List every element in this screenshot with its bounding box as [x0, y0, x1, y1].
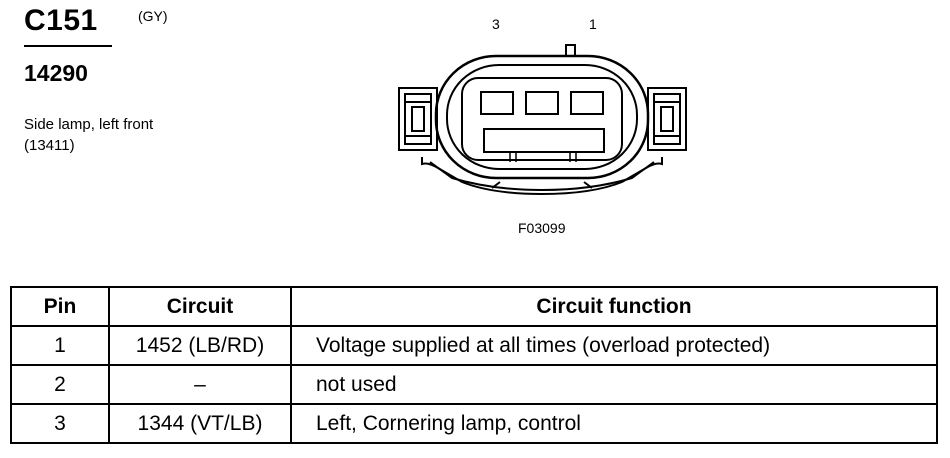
function-cell: not used — [290, 364, 938, 405]
right-latch — [647, 87, 687, 151]
function-cell: Left, Cornering lamp, control — [290, 403, 938, 444]
circuit-cell: – — [108, 364, 292, 405]
left-latch — [398, 87, 438, 151]
table-row: 1 1452 (LB/RD) Voltage supplied at all t… — [10, 325, 938, 366]
circuit-cell: 1452 (LB/RD) — [108, 325, 292, 366]
table-row: 2 – not used — [10, 364, 938, 405]
key-tab — [565, 44, 576, 56]
table-row: 3 1344 (VT/LB) Left, Cornering lamp, con… — [10, 403, 938, 444]
description-line: Side lamp, left front — [24, 116, 154, 133]
cavity-frame — [461, 77, 623, 161]
header-pin: Pin — [10, 286, 110, 327]
connector-diagram — [398, 44, 687, 196]
pin-label-1: 1 — [589, 16, 597, 32]
description-line: (13411) — [24, 137, 75, 154]
header-circuit: Circuit — [108, 286, 292, 327]
pin-label-3: 3 — [492, 16, 500, 32]
pin-cavity-1 — [570, 91, 604, 115]
pin-cell: 1 — [10, 325, 110, 366]
table-header-row: Pin Circuit Circuit function — [10, 286, 938, 327]
pin-cell: 2 — [10, 364, 110, 405]
figure-code: F03099 — [518, 220, 566, 236]
connector-housing-inner — [446, 64, 638, 170]
connector-color-code: (GY) — [138, 8, 168, 24]
header-circuit-function: Circuit function — [290, 286, 938, 327]
function-cell: Voltage supplied at all times (overload … — [290, 325, 938, 366]
pinout-table: Pin Circuit Circuit function 1 1452 (LB/… — [10, 286, 938, 444]
lower-skirt — [421, 157, 663, 196]
pin-cavity-2 — [525, 91, 559, 115]
pin-cavity-3 — [480, 91, 514, 115]
connector-id: C151 — [24, 4, 98, 37]
connector-description: Side lamp, left front (13411) — [24, 114, 153, 156]
connector-id-underline — [24, 45, 112, 47]
pin-cell: 3 — [10, 403, 110, 444]
lower-slot — [483, 128, 605, 153]
part-number: 14290 — [24, 60, 88, 86]
circuit-cell: 1344 (VT/LB) — [108, 403, 292, 444]
